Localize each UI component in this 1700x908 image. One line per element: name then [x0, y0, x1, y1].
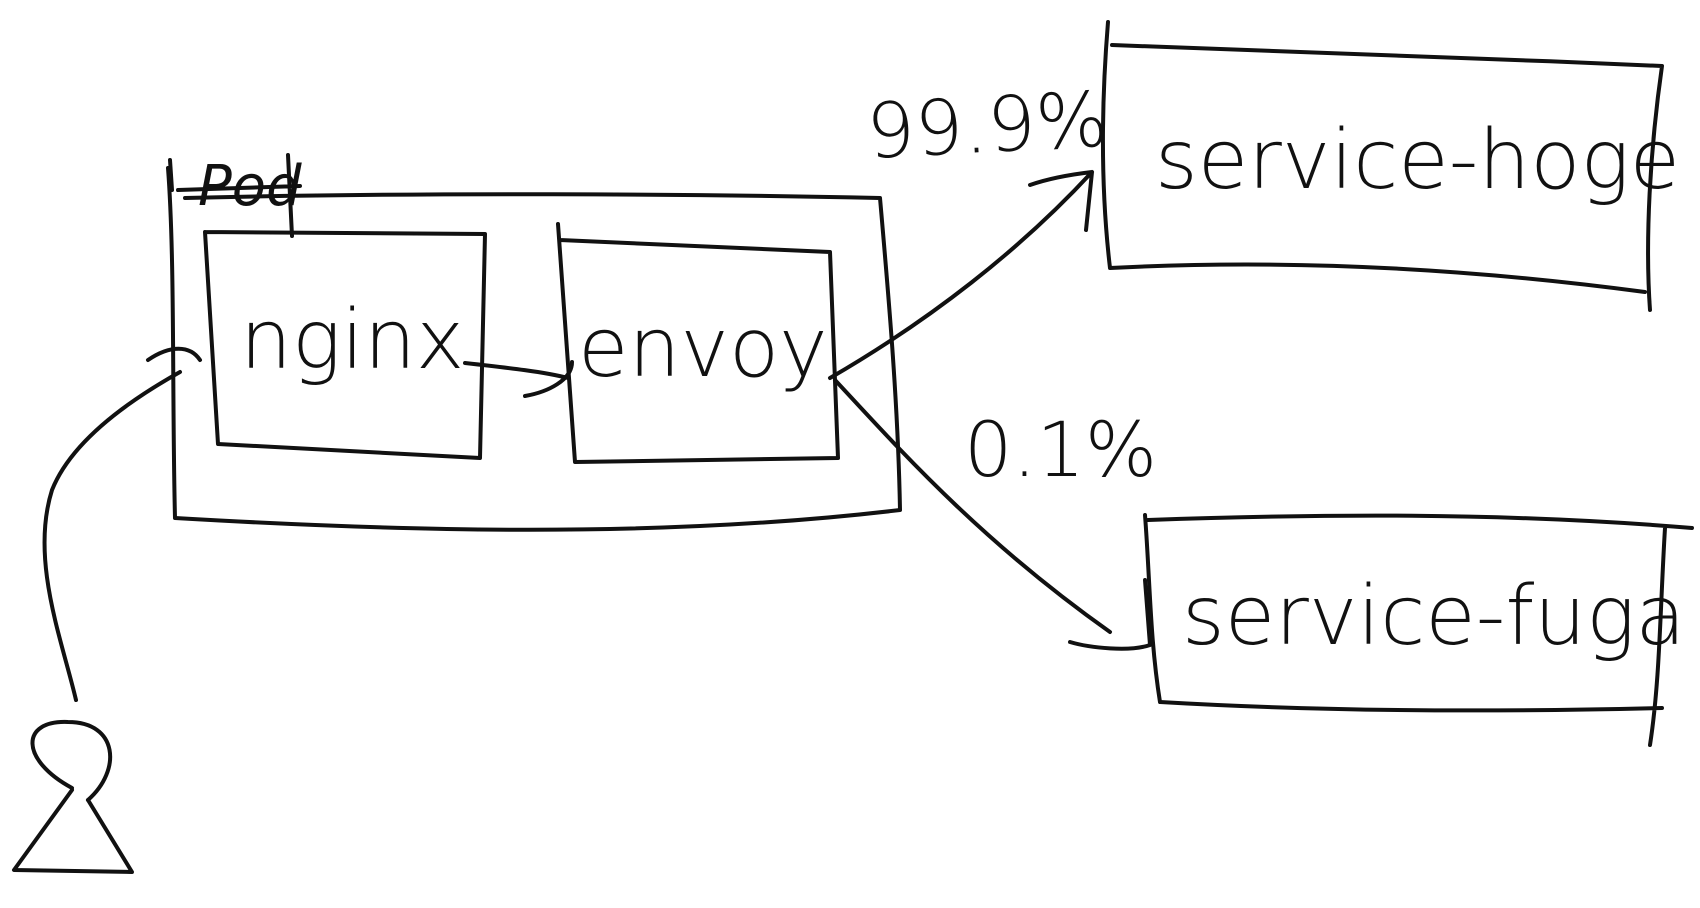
envoy-to-hoge-arrow	[828, 170, 1094, 380]
pod-box	[166, 158, 902, 532]
service-hoge-label: service-hoge	[1155, 113, 1680, 208]
envoy-box	[556, 222, 840, 464]
nginx-label: nginx	[240, 293, 464, 388]
user-icon	[12, 719, 134, 874]
user-to-nginx-arrow	[42, 346, 202, 702]
service-hoge-box	[1100, 20, 1664, 312]
hoge-percent-label: 99.9%	[864, 74, 1110, 176]
envoy-to-fuga-arrow	[833, 378, 1152, 651]
pod-label-underline	[176, 153, 302, 238]
fuga-percent-label: 0.1%	[964, 405, 1157, 494]
service-fuga-label: service-fuga	[1182, 569, 1686, 664]
nginx-to-envoy-arrow	[463, 360, 574, 398]
nginx-box	[203, 230, 487, 460]
service-fuga-box	[1143, 513, 1694, 747]
envoy-label: envoy	[578, 301, 828, 396]
